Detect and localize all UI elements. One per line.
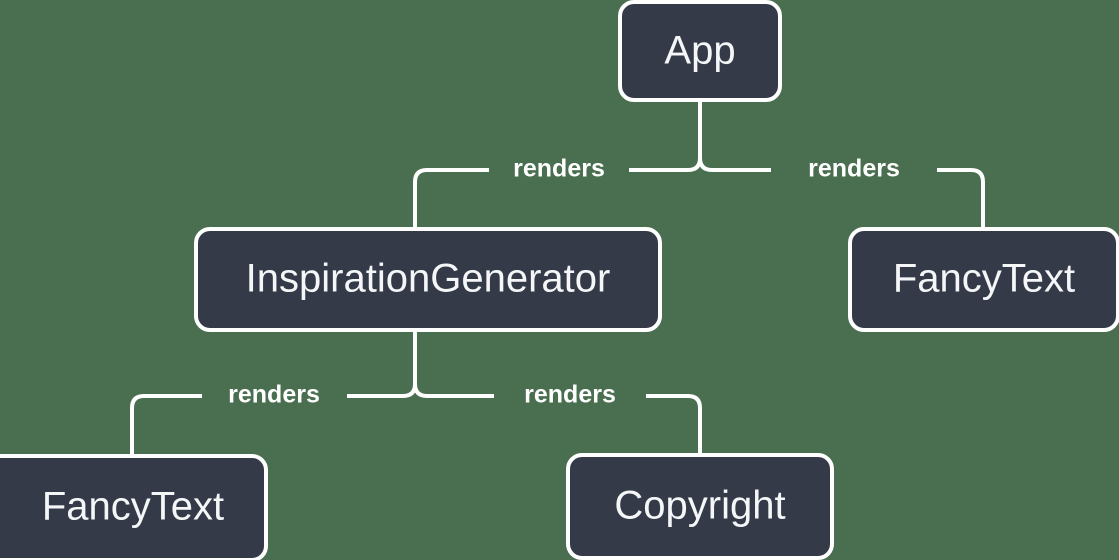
node-app[interactable]: App (618, 0, 782, 102)
edge-app-to-inspiration-generator: renders (413, 100, 702, 229)
edge-label-renders-1: renders (513, 155, 605, 183)
node-fancytext-bottom-left-box[interactable] (0, 454, 268, 560)
edge-stem-inspiration (347, 330, 417, 398)
edge-path-app-fancytext-b (937, 168, 985, 229)
node-copyright-label: Copyright (614, 484, 785, 528)
node-fancytext-right-box[interactable] (848, 227, 1119, 332)
edge-path-inspiration-copyright-a (413, 383, 494, 398)
edge-path-inspiration-copyright-b (646, 394, 702, 455)
edge-path-app-fancytext-a (698, 157, 771, 172)
edge-path-inspiration-fancytext (130, 394, 202, 456)
node-copyright[interactable]: Copyright (566, 453, 834, 560)
edge-path-app-inspiration (413, 168, 489, 229)
edge-app-to-fancytext-right: renders (698, 155, 985, 229)
node-inspiration-generator-label: InspirationGenerator (246, 257, 611, 301)
edge-stem-app (629, 100, 702, 172)
edge-inspiration-to-fancytext: renders (130, 330, 417, 456)
node-fancytext-bottom-left-label: FancyText (42, 485, 224, 529)
node-fancytext-right[interactable]: FancyText (848, 227, 1119, 332)
node-copyright-box[interactable] (566, 453, 834, 560)
node-inspiration-generator[interactable]: InspirationGenerator (194, 227, 662, 332)
node-app-box[interactable] (618, 0, 782, 102)
node-app-label: App (664, 29, 735, 73)
edge-label-renders-4: renders (524, 381, 616, 409)
node-inspiration-generator-box[interactable] (194, 227, 662, 332)
edge-label-renders-3: renders (228, 381, 320, 409)
node-fancytext-bottom-left[interactable]: FancyText (0, 454, 268, 560)
edge-inspiration-to-copyright: renders (413, 381, 702, 455)
edge-label-renders-2: renders (808, 155, 900, 183)
node-fancytext-right-label: FancyText (893, 257, 1075, 301)
